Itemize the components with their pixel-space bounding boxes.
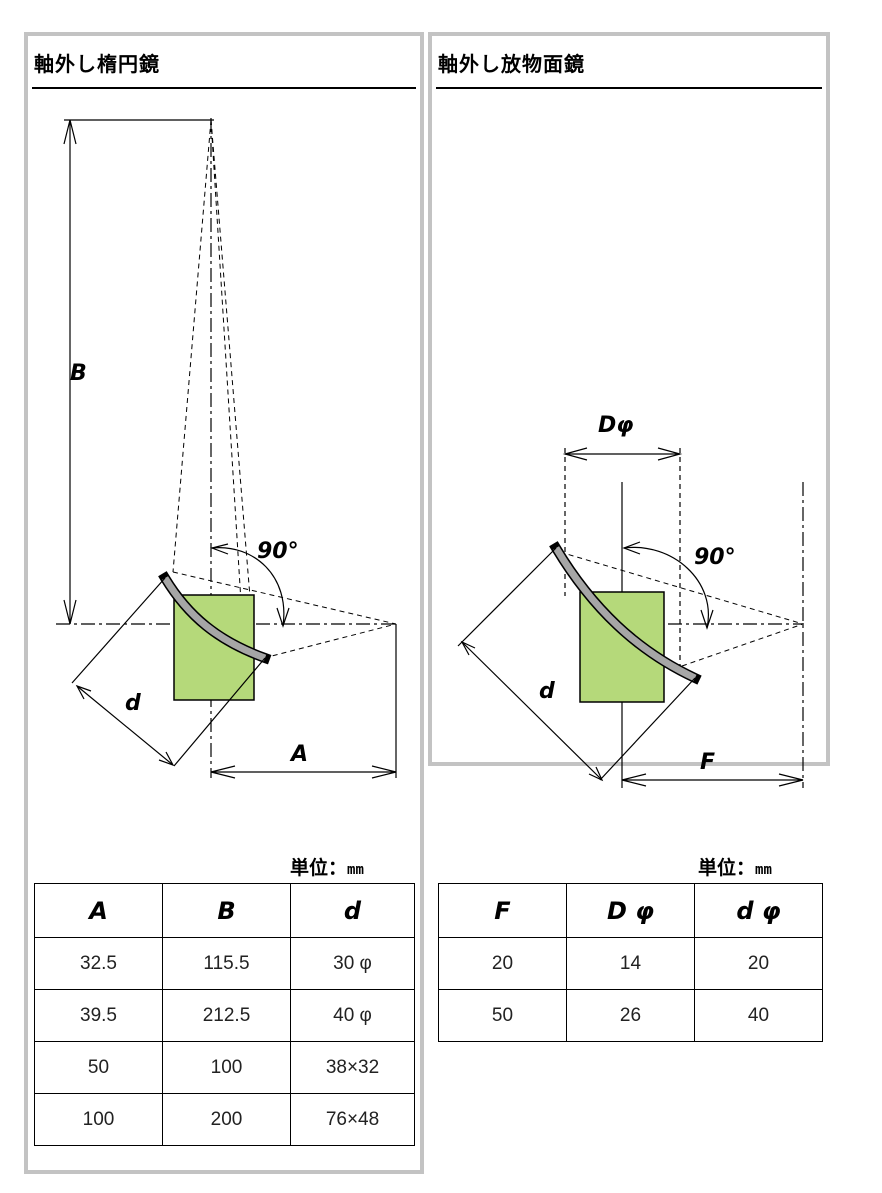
dimension-a-label: A [289,742,308,767]
ellipsoidal-spec-table: A B d 32.5 115.5 30 φ 39.5 212.5 40 φ 50… [34,883,415,1146]
ellipsoidal-mirror-panel: 軸外し楕円鏡 B [24,32,424,1174]
table-row: 39.5 212.5 40 φ [34,989,415,1042]
title-divider [436,87,822,89]
dimension-f-label: F [700,750,715,775]
table-row: 100 200 76×48 [34,1093,415,1146]
table-cell: 38×32 [290,1041,415,1094]
unit-label: 単位：mm [698,857,772,879]
parabolic-mirror-panel: 軸外し放物面鏡 Dφ 90° [428,32,830,1042]
dimension-d-phi-label: Dφ [598,413,633,438]
column-header: F [438,883,567,938]
dimension-b-label: B [70,361,87,386]
table-cell: 100 [162,1041,291,1094]
ellipsoidal-mirror-diagram: B 90° [56,118,398,779]
dimension-a [210,624,397,779]
unit-label: 単位：mm [290,857,364,879]
table-cell: 200 [162,1093,291,1146]
dimension-d-phi [562,447,683,666]
column-header: d [290,883,415,938]
table-cell: 14 [566,937,695,990]
angle-90-arc [622,541,714,630]
dimension-d [71,577,266,767]
dimension-f [621,773,804,787]
table-cell: 32.5 [34,937,163,990]
panel-title: 軸外し楕円鏡 [34,52,160,76]
table-row: 50 26 40 [438,989,823,1042]
column-header: D φ [566,883,695,938]
table-cell: 26 [566,989,695,1042]
table-cell: 76×48 [290,1093,415,1146]
column-header: A [34,883,163,938]
dimension-b [63,119,214,625]
table-cell: 115.5 [162,937,291,990]
table-cell: 20 [438,937,567,990]
panel-title: 軸外し放物面鏡 [438,52,585,76]
parabolic-spec-table: F D φ d φ 20 14 20 50 26 40 [438,883,823,1042]
table-cell: 40 [694,989,823,1042]
table-row: 50 100 38×32 [34,1041,415,1094]
angle-90-arc [209,543,290,628]
table-header-row: F D φ d φ [438,883,823,938]
table-row: 20 14 20 [438,937,823,990]
column-header: d φ [694,883,823,938]
table-header-row: A B d [34,883,415,938]
table-cell: 30 φ [290,937,415,990]
dimension-d-label: d [125,691,141,716]
table-cell: 50 [438,989,567,1042]
table-cell: 20 [694,937,823,990]
title-divider [32,87,416,89]
table-cell: 50 [34,1041,163,1094]
dimension-d-label: d [539,679,555,704]
table-row: 32.5 115.5 30 φ [34,937,415,990]
column-header: B [162,883,291,938]
angle-label: 90° [257,539,299,564]
table-cell: 100 [34,1093,163,1146]
table-cell: 39.5 [34,989,163,1042]
angle-label: 90° [694,545,736,570]
dimension-d [457,547,696,782]
table-cell: 212.5 [162,989,291,1042]
table-cell: 40 φ [290,989,415,1042]
reflected-beam [172,119,397,659]
reflected-beam [559,551,804,667]
parabolic-mirror-diagram: Dφ 90° d [457,413,804,788]
